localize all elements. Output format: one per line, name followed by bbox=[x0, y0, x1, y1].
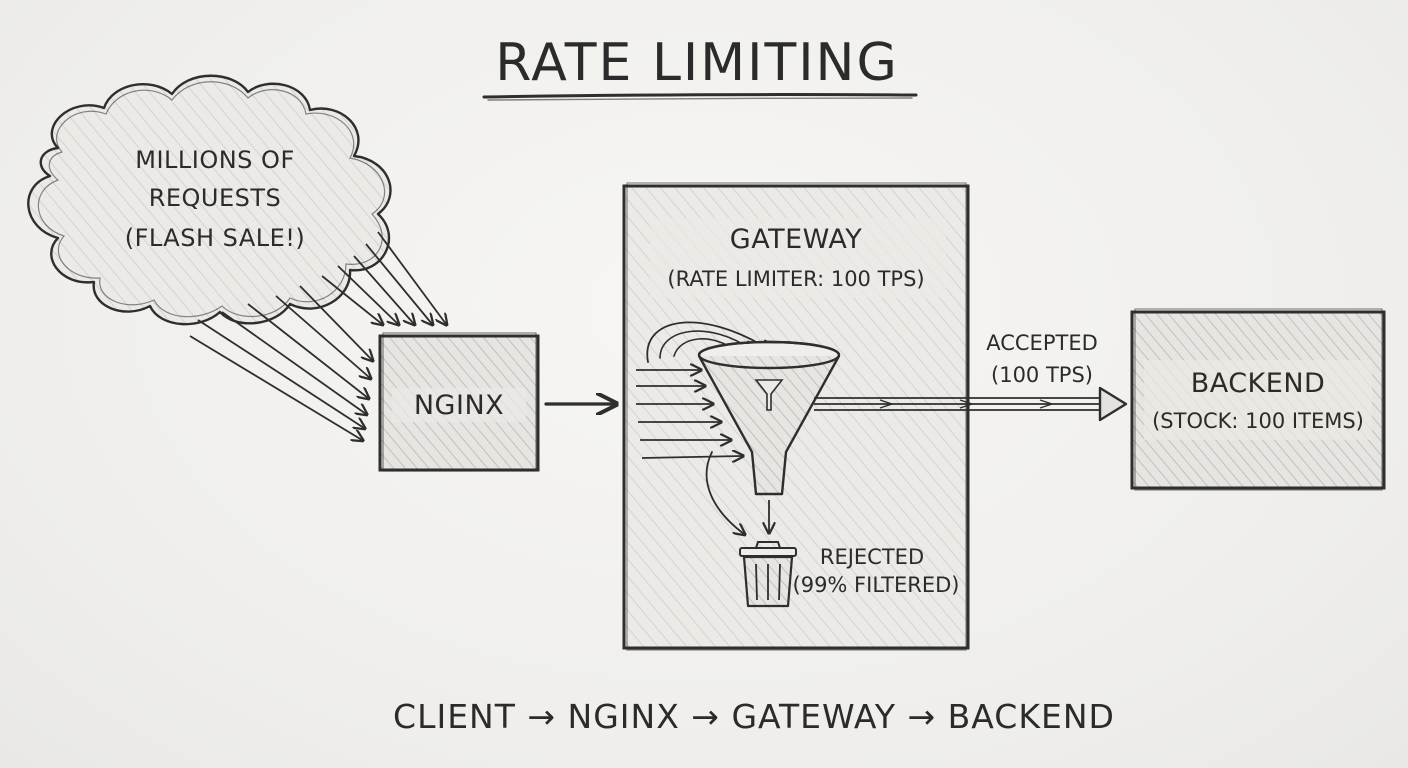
title-underline bbox=[482, 93, 918, 99]
request-arrows bbox=[189, 231, 446, 440]
flow-caption: CLIENT → NGINX → GATEWAY → BACKEND bbox=[393, 697, 1115, 736]
rejected-note: (99% FILTERED) bbox=[793, 573, 960, 597]
accepted-rate: (100 TPS) bbox=[991, 363, 1093, 387]
client-cloud: MILLIONS OF REQUESTS (FLASH SALE!) bbox=[27, 74, 392, 326]
trash-can-icon bbox=[739, 541, 797, 608]
rejected-arrow-curved bbox=[705, 451, 744, 534]
gateway-title: GATEWAY bbox=[730, 224, 862, 255]
nginx-label: NGINX bbox=[414, 390, 504, 421]
backend-box: BACKEND (STOCK: 100 ITEMS) bbox=[1130, 308, 1386, 491]
cloud-line-1: MILLIONS OF bbox=[135, 146, 295, 174]
accepted-flow-arrow bbox=[814, 386, 1128, 422]
cloud-line-2: REQUESTS bbox=[149, 184, 282, 212]
diagram-title: RATE LIMITING bbox=[495, 33, 899, 93]
backend-subtitle: (STOCK: 100 ITEMS) bbox=[1152, 409, 1364, 433]
gateway-subtitle: (RATE LIMITER: 100 TPS) bbox=[667, 267, 924, 291]
accepted-label: ACCEPTED bbox=[986, 331, 1098, 355]
gateway-box: GATEWAY (RATE LIMITER: 100 TPS) bbox=[622, 182, 970, 651]
gateway-incoming-arrows bbox=[636, 370, 742, 458]
funnel-icon bbox=[697, 340, 841, 496]
cloud-line-3: (FLASH SALE!) bbox=[125, 224, 306, 252]
backend-title: BACKEND bbox=[1191, 368, 1326, 399]
rejected-label: REJECTED bbox=[820, 545, 924, 569]
nginx-box: NGINX bbox=[378, 332, 540, 472]
